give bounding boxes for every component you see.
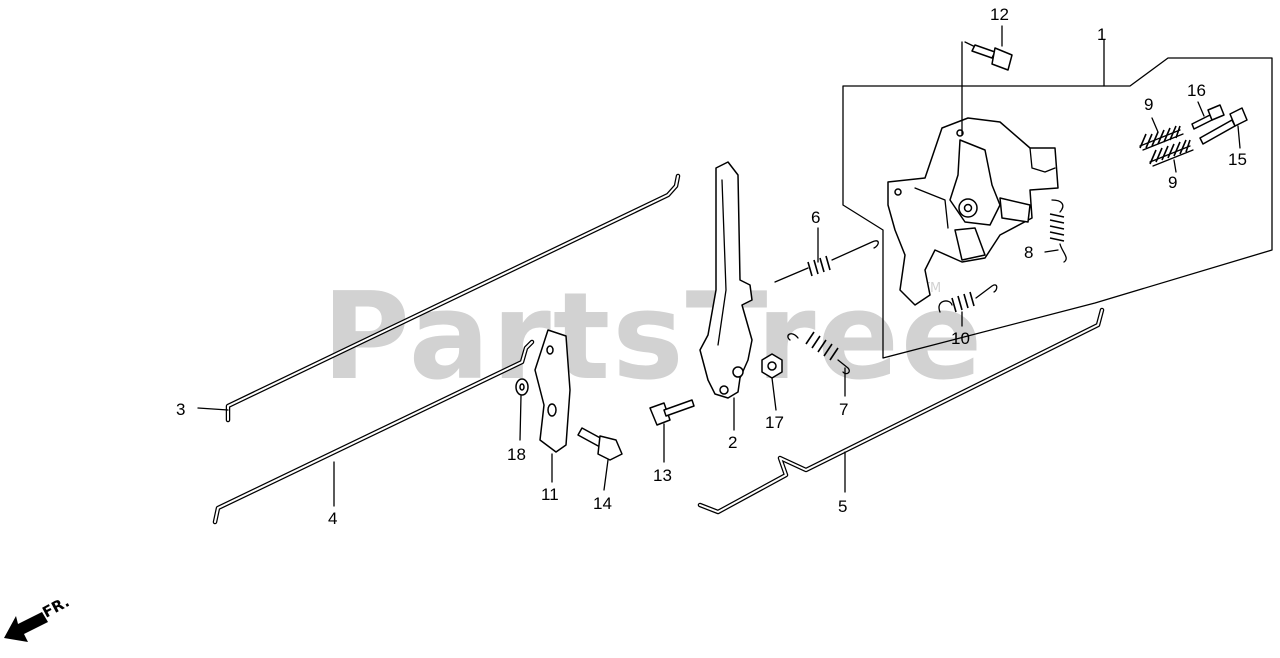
spring-9-upper [1139,125,1184,151]
bracket-11 [534,329,571,453]
assembly-outline [842,57,1273,359]
callout-11: 11 [541,485,559,504]
rod-3 [225,173,681,423]
watermark-text: PartsTree [322,268,984,407]
rod-4 [212,339,535,525]
front-arrow-icon [4,612,48,642]
spring-7 [787,331,850,375]
callout-6: 6 [811,208,820,227]
callout-9b: 9 [1168,173,1177,192]
callout-8: 8 [1024,243,1033,262]
callout-5: 5 [838,497,847,516]
washer-18 [515,378,529,396]
control-base-plate [887,117,1059,306]
callout-18: 18 [507,445,526,464]
callout-13: 13 [653,466,672,485]
callout-4: 4 [328,509,337,528]
callout-10: 10 [951,329,970,348]
bolt-14 [577,427,623,461]
callout-2: 2 [728,433,737,452]
spring-10 [938,284,998,313]
callout-3: 3 [176,400,185,419]
callout-7: 7 [839,400,848,419]
flange-bolt-12 [961,41,1013,136]
callout-9a: 9 [1144,95,1153,114]
callout-17: 17 [765,413,784,432]
control-lever-2 [699,161,753,399]
bolt-13 [649,399,695,426]
screw-15 [1199,107,1248,145]
callout-15: 15 [1228,150,1247,169]
rod-5 [697,307,1105,515]
spring-6 [774,240,879,283]
leader-lines [197,25,1241,507]
spring-9-lower [1149,139,1194,167]
callout-12: 12 [990,5,1009,24]
callout-1: 1 [1097,25,1106,44]
callout-14: 14 [593,494,612,513]
callout-16: 16 [1187,81,1206,100]
screw-16 [1191,104,1225,130]
nut-17 [761,353,783,379]
spring-8 [1049,199,1067,263]
